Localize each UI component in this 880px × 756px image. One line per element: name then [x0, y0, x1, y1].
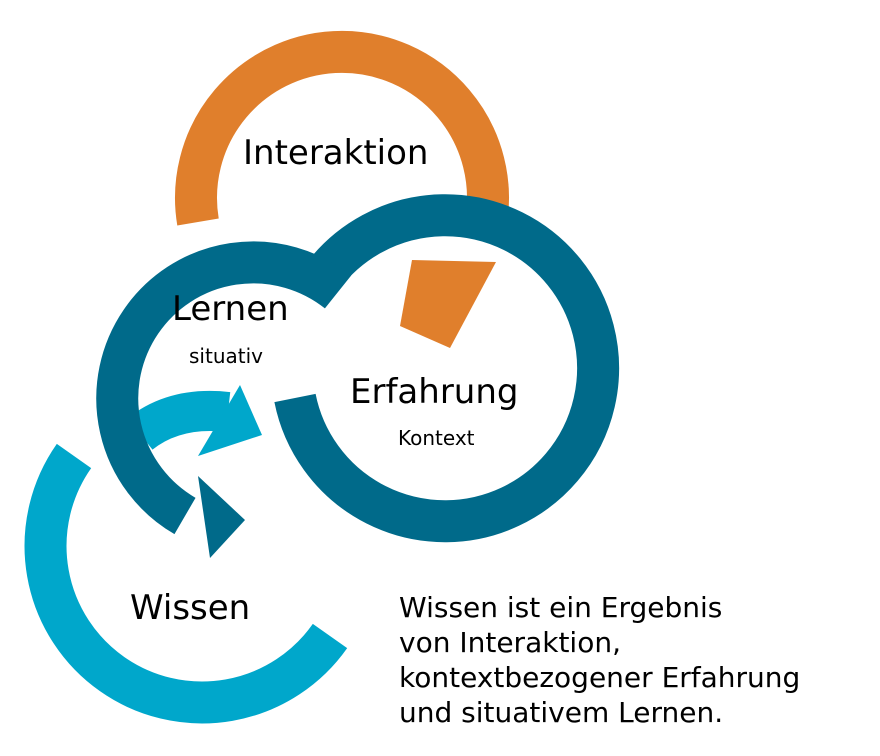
lernen-label: Lernen	[172, 289, 289, 329]
lernen-sublabel: situativ	[189, 344, 263, 368]
interaktion-cycle	[175, 31, 509, 348]
statement-line: Wissen ist ein Ergebnis	[399, 591, 723, 624]
lernen-cycle	[96, 241, 352, 558]
erfahrung-cycle	[274, 194, 620, 543]
statement-text: Wissen ist ein Ergebnis von Interaktion,…	[399, 590, 800, 730]
interaktion-arrowhead	[400, 260, 496, 348]
wissen-arrowhead	[198, 385, 262, 456]
erfahrung-sublabel: Kontext	[398, 426, 475, 450]
lernen-ring	[96, 241, 352, 535]
lernen-arrowhead	[198, 476, 245, 558]
statement-line: von Interaktion,	[399, 626, 621, 659]
wissen-label: Wissen	[130, 588, 251, 628]
statement-line: kontextbezogener Erfahrung	[399, 661, 801, 694]
erfahrung-label: Erfahrung	[350, 372, 519, 412]
erfahrung-ring	[274, 194, 620, 543]
interaktion-label: Interaktion	[243, 133, 429, 173]
wissen-cycle	[24, 385, 348, 724]
wissen-arrow-shaft	[127, 390, 231, 451]
interaktion-ring	[175, 31, 509, 226]
statement-line: und situativem Lernen.	[399, 696, 724, 729]
wissen-ring	[24, 443, 348, 724]
